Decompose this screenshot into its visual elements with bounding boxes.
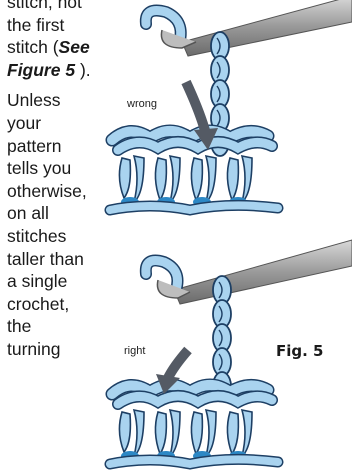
text-line: crochet, — [7, 294, 69, 314]
text-line: stitch, not — [7, 0, 82, 12]
text-line: stitch ( — [7, 37, 59, 57]
figure-caption: Fig. 5 — [276, 342, 323, 360]
figure-area: wrong right — [100, 0, 352, 470]
paragraph-2: Unless your pattern tells you otherwise,… — [7, 89, 109, 360]
text-line: ). — [75, 60, 91, 80]
paragraph-1: stitch, not the first stitch (See Figure… — [7, 0, 109, 81]
text-line: tells you — [7, 158, 71, 178]
text-line: otherwise, — [7, 181, 87, 201]
text-line: pattern — [7, 136, 61, 156]
text-line: turning — [7, 339, 61, 359]
text-line: the — [7, 316, 31, 336]
wrong-label: wrong — [126, 98, 157, 110]
text-line: Unless — [7, 90, 61, 110]
text-line: stitches — [7, 226, 66, 246]
text-line: on all — [7, 203, 49, 223]
text-line: your — [7, 113, 41, 133]
body-text: stitch, not the first stitch (See Figure… — [7, 0, 109, 369]
right-label: right — [124, 345, 145, 357]
top-illustration: wrong — [110, 0, 352, 210]
text-line: a single — [7, 271, 67, 291]
crochet-illustrations: wrong right — [100, 0, 352, 470]
text-line: the first — [7, 15, 64, 35]
text-line: taller than — [7, 249, 84, 269]
